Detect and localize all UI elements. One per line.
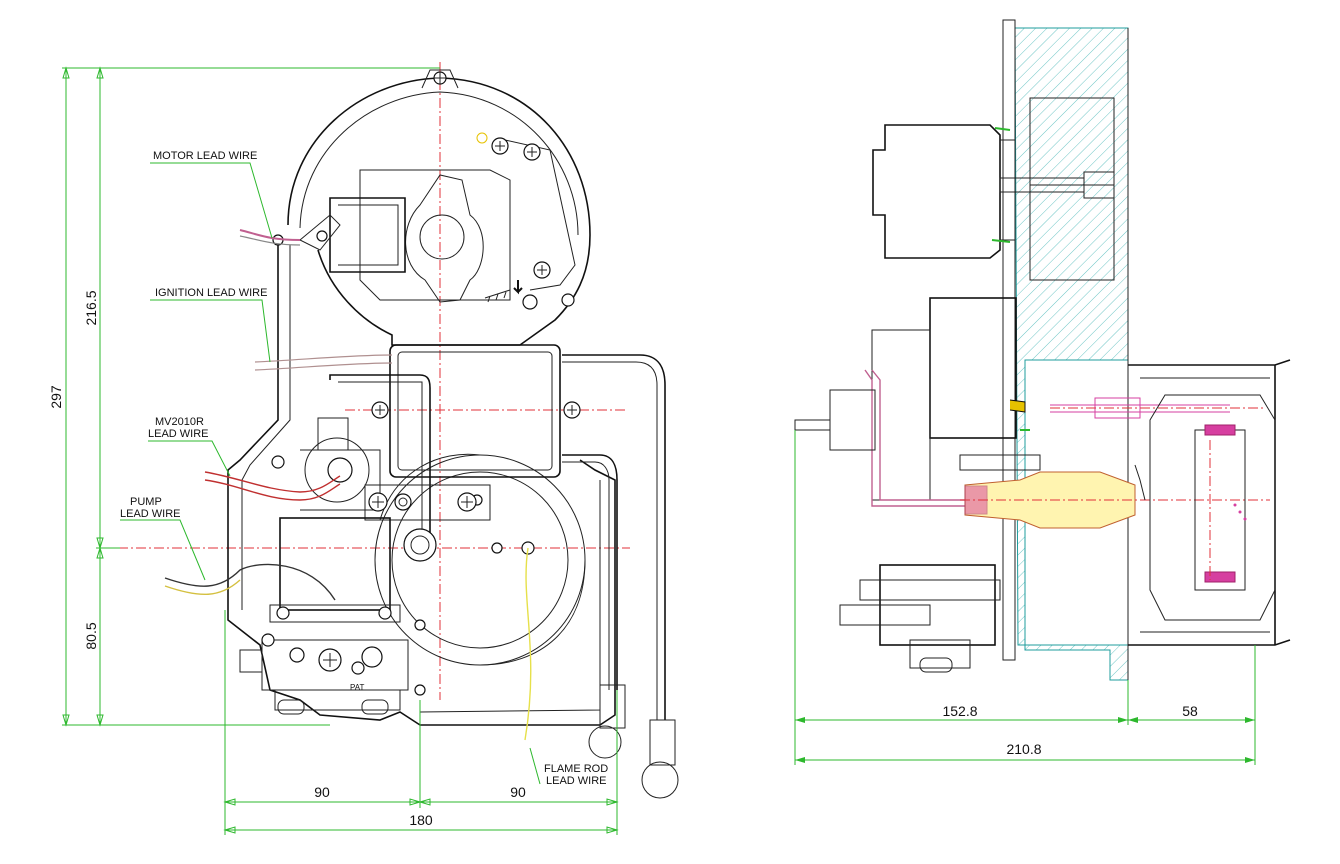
front-view: PAT MOTOR LEAD WIRE IGNITION LEAD WIRE M… (48, 62, 679, 835)
ignition-lead-wire (254, 354, 393, 363)
mounting-flange-section (1014, 27, 1129, 681)
mv2010r-label-line2: LEAD WIRE (148, 428, 209, 440)
burner-chassis (227, 240, 616, 726)
electrode-cap-left (588, 725, 622, 759)
dim-upper-height: 216.5 (83, 290, 99, 325)
motor-lead-wire (239, 229, 301, 241)
oil-line-tube (329, 374, 431, 540)
side-view: 152.8 58 210.8 (794, 19, 1291, 765)
motor-bracket (329, 197, 406, 273)
dim-half-width-right: 90 (510, 784, 526, 800)
flame-rod-label-line1: FLAME ROD (544, 763, 608, 775)
side-dimensions (794, 430, 1256, 765)
flame-rod-label-line2: LEAD WIRE (546, 775, 607, 787)
dim-overall-height: 297 (48, 385, 64, 409)
blower-scroll (374, 454, 586, 666)
dim-side-depth-main: 152.8 (942, 703, 977, 719)
front-dimensions (62, 66, 619, 835)
motor-lead-wire-label: MOTOR LEAD WIRE (153, 150, 257, 162)
dim-side-depth-total: 210.8 (1006, 741, 1041, 757)
dim-overall-width: 180 (409, 812, 433, 828)
blower-motor (872, 124, 1001, 259)
air-damper-knob (405, 174, 484, 303)
oil-pump (279, 517, 391, 611)
flame-rod-lead-wire (524, 547, 532, 741)
solenoid-valve (317, 417, 349, 451)
ignition-electrode-cable (562, 354, 666, 720)
dim-lower-height: 80.5 (83, 622, 99, 649)
dim-half-width-left: 90 (314, 784, 330, 800)
electrode-cap-right (641, 761, 679, 799)
dim-side-depth-tube: 58 (1182, 703, 1198, 719)
mv2010r-label-line1: MV2010R (155, 416, 204, 428)
pat-label: PAT (350, 683, 364, 692)
ignition-transformer (389, 344, 561, 478)
mv2010r-lead-wire (204, 471, 341, 493)
ignition-lead-wire-label: IGNITION LEAD WIRE (155, 287, 267, 299)
pump-lead-wire (164, 563, 336, 601)
blast-tube (1128, 359, 1291, 646)
pump-label-line2: LEAD WIRE (120, 508, 181, 520)
pump-label-line1: PUMP (130, 496, 162, 508)
fan-housing-outline (287, 77, 591, 346)
